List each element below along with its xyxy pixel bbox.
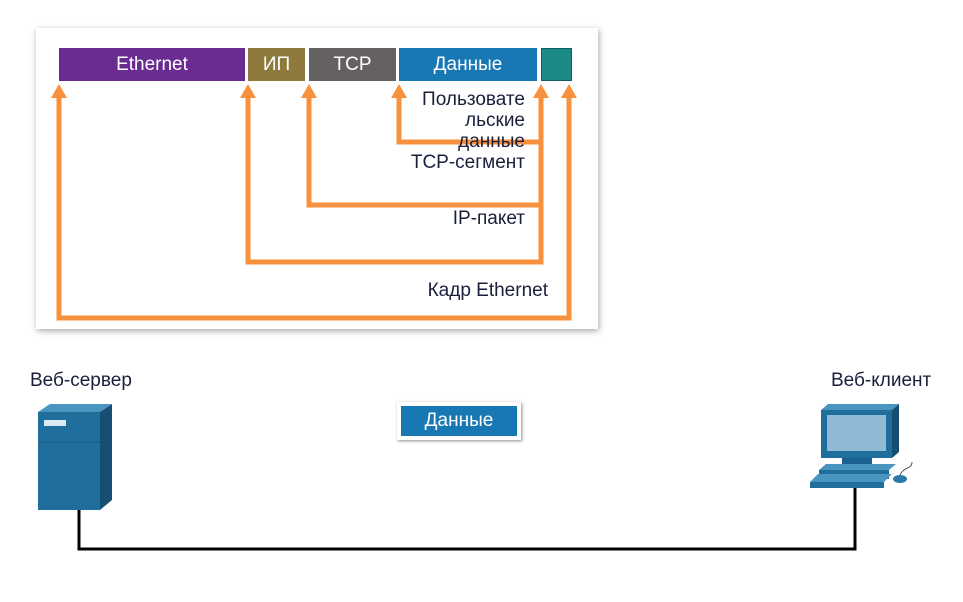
arrowhead-tcp-start	[301, 84, 317, 98]
tcp-segment-bracket	[306, 96, 541, 208]
data-packet-label: Данные	[401, 406, 517, 436]
tcp-segment-label: TCP-сегмент	[410, 152, 525, 173]
web-server-icon	[38, 404, 112, 510]
ethernet-trailer-segment	[541, 48, 572, 81]
arrowhead-data-end	[533, 84, 549, 98]
arrowhead-frame-end	[561, 84, 577, 98]
ip-packet-label: IP-пакет	[452, 208, 525, 229]
arrowhead-ethernet-start	[51, 84, 67, 98]
tcp-header-segment: TCP	[309, 48, 396, 81]
ip-header-segment: ИП	[248, 48, 305, 81]
user-data-label: Пользовате льские данные	[422, 89, 525, 152]
web-client-icon	[810, 404, 913, 488]
web-server-label: Веб-сервер	[30, 370, 132, 391]
ip-packet-bracket	[245, 96, 544, 265]
data-packet: Данные	[397, 402, 521, 440]
web-client-label: Веб-клиент	[831, 370, 932, 391]
arrowhead-data-start	[391, 84, 407, 98]
ethernet-frame-bracket	[56, 96, 572, 321]
ethernet-frame-label: Кадр Ethernet	[427, 280, 548, 301]
network-cable	[77, 487, 857, 551]
ethernet-header-segment: Ethernet	[59, 48, 245, 81]
arrowhead-ip-start	[240, 84, 256, 98]
data-segment: Данные	[399, 48, 537, 81]
